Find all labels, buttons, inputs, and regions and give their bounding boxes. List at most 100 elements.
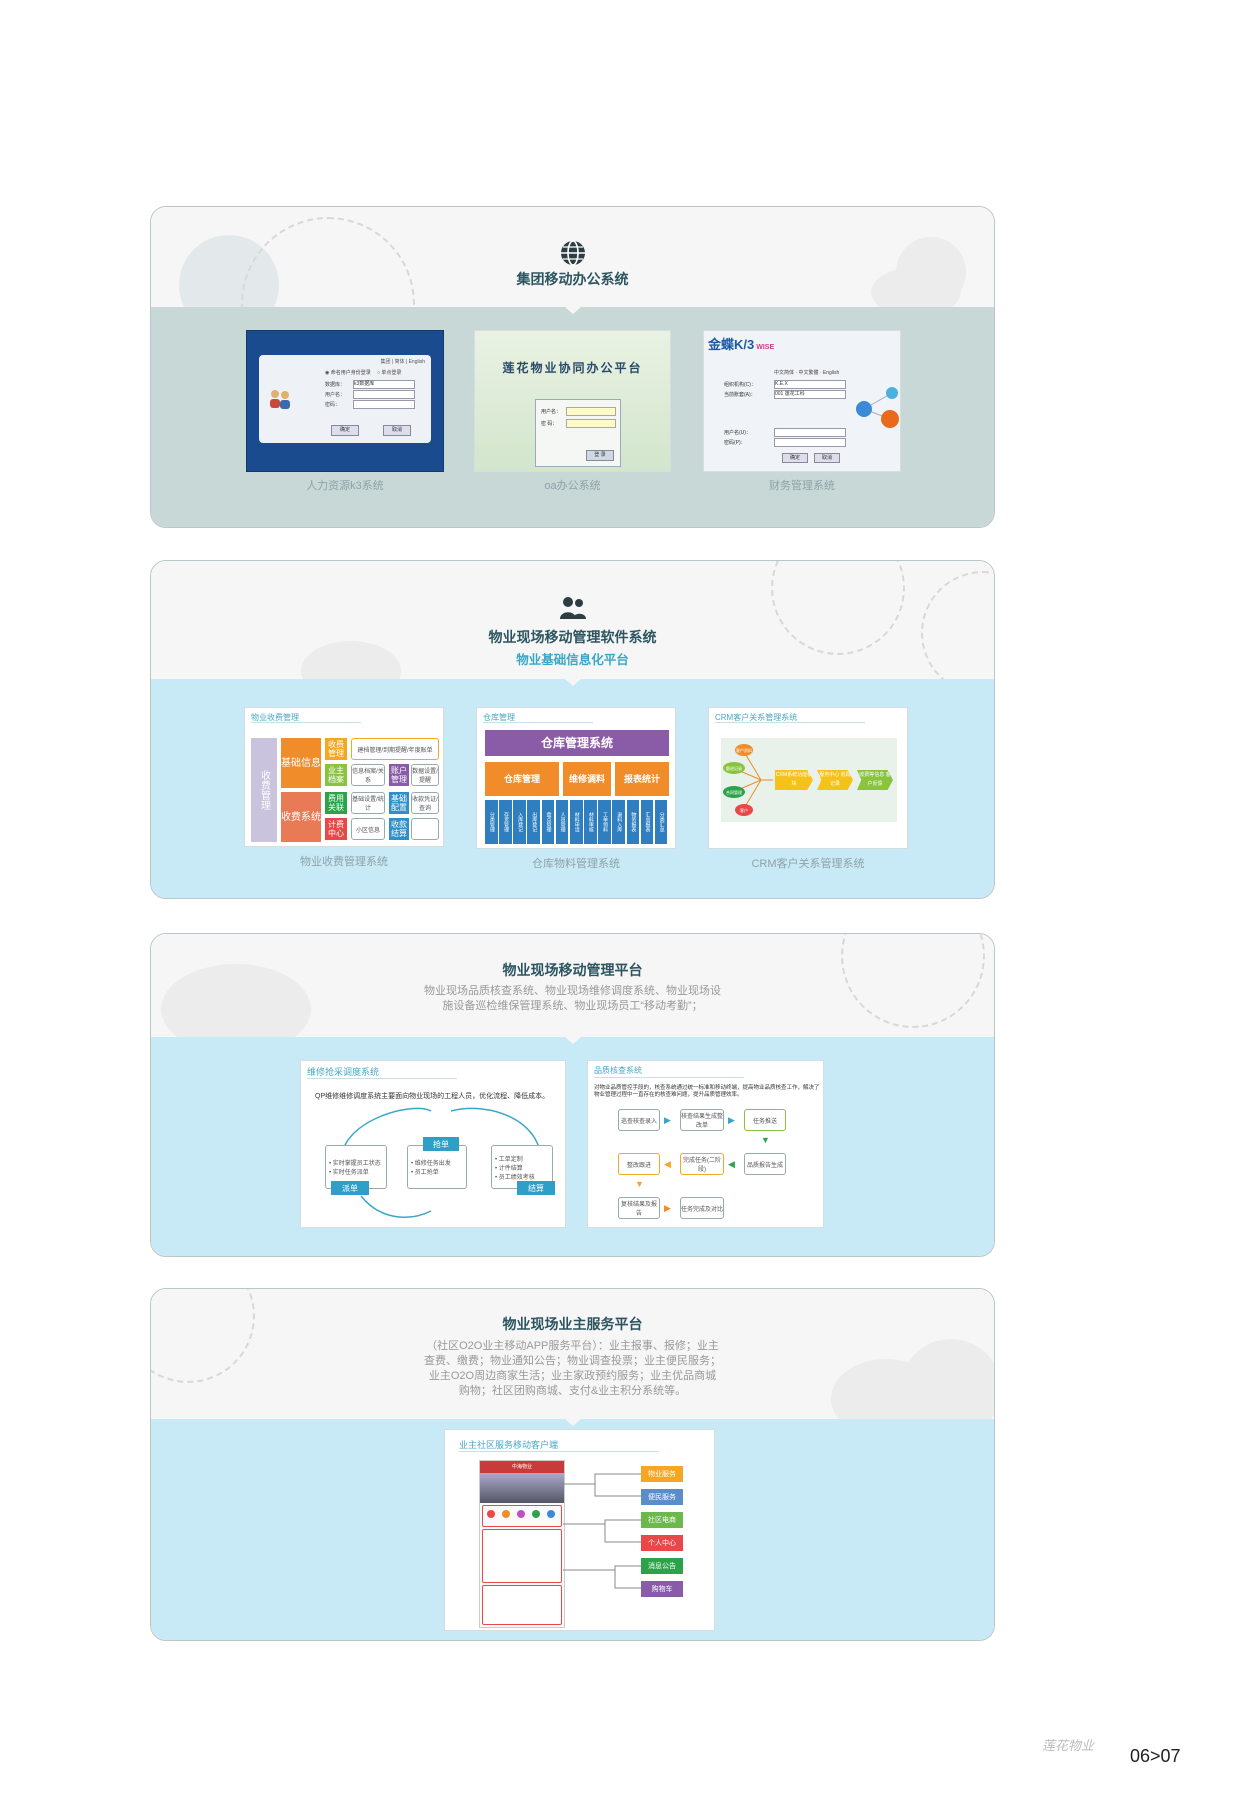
brand-tag: WISE	[756, 344, 775, 351]
section-body: 维修抢采调度系统 QP维修维修调度系统主要面向物业现场的工程人员，优化流程、降低…	[151, 1037, 994, 1256]
divider	[307, 1078, 457, 1079]
avatar-icon	[267, 385, 293, 411]
warehouse-cell: 工单领料	[598, 800, 611, 844]
password-input[interactable]	[353, 400, 415, 409]
tag-top: 抢单	[423, 1137, 459, 1151]
warehouse-cells: 分类管理存货管理入库登记出库登记盘点管理人员管理材料申请材料审核工单领料退料入库…	[485, 800, 669, 844]
notch	[565, 307, 581, 314]
col-header: 报表统计	[615, 762, 669, 796]
section-owner-service: 物业现场业主服务平台 （社区O2O业主移动APP服务平台）：业主报事、报修；业主…	[150, 1288, 995, 1641]
globe-icon	[559, 239, 587, 272]
oa-password-input[interactable]	[566, 419, 616, 428]
radio-login[interactable]: ◉ 命名用户身份登录	[325, 370, 371, 376]
cancel-button[interactable]: 取消	[383, 425, 411, 436]
arrow-right-icon: ▶	[728, 1115, 735, 1125]
desc-line: 购物；社区团购商城、支付&业主积分系统等。	[458, 1385, 687, 1397]
username-input[interactable]	[353, 390, 415, 399]
note: 数据设置/提醒	[411, 764, 439, 786]
fin-password-input[interactable]	[774, 438, 846, 447]
page-number: 06>07	[1130, 1746, 1181, 1766]
divider	[594, 1077, 744, 1078]
note: 小区信息	[351, 818, 385, 840]
footer-logo: 莲花物业	[1042, 1739, 1095, 1754]
tag-right: 结算	[517, 1181, 555, 1195]
decor-cloud	[901, 1339, 994, 1419]
db-select[interactable]: k3数据库	[353, 380, 415, 389]
flow-step: 任务完成及对比	[680, 1197, 724, 1219]
oa-login-button[interactable]: 登 录	[586, 450, 614, 461]
divider	[459, 1451, 659, 1452]
radio-sso[interactable]: ○ 单点登录	[377, 370, 402, 376]
flow-step: 复核结果及报告	[618, 1197, 660, 1219]
arrow-left-icon: ◀	[728, 1159, 735, 1169]
diagram-title: 物业收费管理	[251, 713, 299, 722]
notch	[565, 679, 581, 686]
warehouse-cell: 分类汇总	[654, 800, 668, 844]
section-title: 集团移动办公系统	[516, 271, 629, 287]
col-header: 维修调料	[563, 762, 611, 796]
menu-dot-icon[interactable]	[547, 1510, 555, 1518]
brand-text: 金蝶K/3	[708, 337, 755, 352]
cell: 计费中心	[325, 818, 347, 840]
col-header: 仓库管理	[485, 762, 559, 796]
app-feature-label: 购物车	[641, 1581, 683, 1597]
section-title: 物业现场移动管理平台	[502, 962, 643, 978]
cell: 收费管理	[325, 738, 347, 760]
crm-node: 客户资料	[735, 744, 753, 756]
decor-cloud	[871, 267, 961, 307]
connector-lines	[563, 1473, 641, 1589]
desc-line: 查费、缴费；物业通知公告；物业调查投票；业主便民服务；	[424, 1355, 721, 1367]
field-label: 密 码：	[541, 421, 558, 427]
mid-box-1: 基础信息	[281, 738, 321, 788]
warehouse-cell: 入库登记	[513, 800, 526, 844]
menu-dot-icon[interactable]	[532, 1510, 540, 1518]
warehouse-cell: 退料入库	[612, 800, 626, 844]
divider	[715, 722, 865, 723]
warehouse-cell: 分类管理	[485, 800, 498, 844]
oa-heading: 莲花物业协同办公平台	[502, 361, 643, 375]
menu-dot-icon[interactable]	[517, 1510, 525, 1518]
db-select-value: k3数据库	[354, 381, 375, 387]
lang-links: 集团 | 简体 | English	[380, 359, 425, 365]
fin-username-input[interactable]	[774, 428, 846, 437]
fin-cancel-button[interactable]: 取消	[814, 453, 840, 463]
arrow-right-icon: ▶	[664, 1115, 671, 1125]
notch	[565, 1419, 581, 1426]
section-header: 物业现场移动管理软件系统 物业基础信息化平台	[151, 561, 994, 679]
crm-canvas: 客户资料 跟进记录 合同管理 客户 CRM系统功能模块 服务中心 追踪记录 收费…	[721, 738, 897, 822]
section-mobile-platform: 物业现场移动管理平台 物业现场品质核查系统、物业现场维修调度系统、物业现场设施设…	[150, 933, 995, 1257]
warehouse-cell: 物资报表	[626, 800, 640, 844]
lang-links: 中文简体 · 中文繁體 · English	[774, 370, 840, 376]
warehouse-cell: 汇总报表	[640, 800, 654, 844]
menu-dot-icon[interactable]	[487, 1510, 495, 1518]
org-select[interactable]: K.E.X	[774, 380, 846, 389]
diagram-desc: 对物业品质管控手段的，核查系统通过统一标准和移动终端，提高物业品质核查工作，解决…	[594, 1085, 820, 1098]
account-value: 001 莲花工科	[775, 391, 805, 397]
app-title: 中海物业	[511, 1464, 532, 1470]
account-select[interactable]: 001 莲花工科	[774, 390, 846, 399]
caption: oa办公系统	[544, 480, 601, 492]
section-header: 物业现场移动管理平台 物业现场品质核查系统、物业现场维修调度系统、物业现场设施设…	[151, 934, 994, 1037]
section-body: 集团 | 简体 | English ◉ 命名用户身份登录 ○ 单点登录 数据库：…	[151, 307, 994, 527]
diagram-title: 品质核查系统	[594, 1066, 642, 1075]
section-subtitle: 物业基础信息化平台	[516, 653, 629, 667]
fin-ok-button[interactable]: 确定	[782, 453, 808, 463]
app-labels: 物业服务便民服务社区电商个人中心消息公告购物车	[641, 1466, 685, 1630]
diagram-desc: QP维修维修调度系统主要面向物业现场的工程人员，优化流程、降低成本。	[315, 1093, 550, 1100]
divider	[251, 722, 361, 723]
menu-dot-icon[interactable]	[502, 1510, 510, 1518]
field-label: 用户名(U)：	[724, 430, 751, 436]
field-label: 组织机构(C)：	[724, 382, 756, 388]
caption: 财务管理系统	[769, 480, 835, 492]
warehouse-cell: 存货管理	[499, 800, 512, 844]
warehouse-diagram: 仓库管理 仓库管理系统 仓库管理 维修调料 报表统计 分类管理存货管理入库登记出…	[476, 707, 676, 849]
divider	[483, 722, 593, 723]
crm-step: 收费等信息 客户反馈	[857, 770, 893, 790]
section-title: 物业现场移动管理软件系统	[488, 629, 657, 645]
oa-username-input[interactable]	[566, 407, 616, 416]
ok-button[interactable]: 确定	[331, 425, 359, 436]
field-label: 用户名：	[325, 392, 346, 398]
cell: 基础配置	[389, 792, 409, 814]
fee-management-diagram: 物业收费管理 收费管理 基础信息 收费系统 收费管理 业主档案 费用关联 计费中…	[244, 707, 444, 847]
